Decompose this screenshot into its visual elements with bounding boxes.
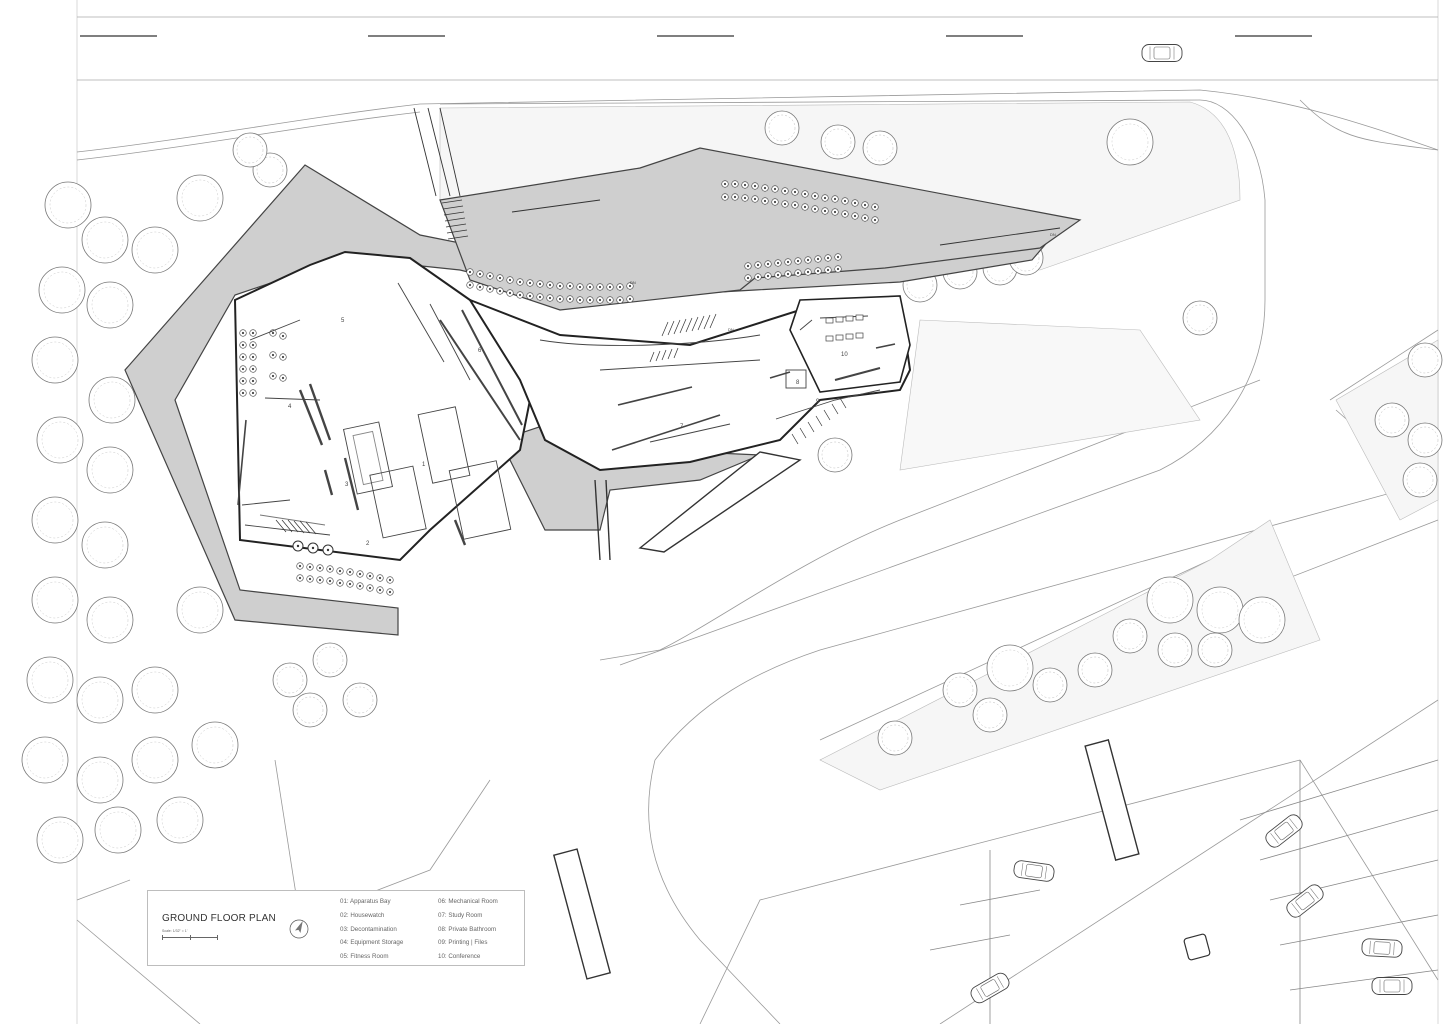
stairs [275,199,847,535]
legend-item: 06: Mechanical Room [438,898,498,905]
room-number-7: 7 [680,424,684,430]
dn-label: DN [728,327,734,332]
legend-item: 01: Apparatus Bay [340,898,391,905]
building-plaza [124,147,1082,636]
legend-item: 07: Study Room [438,911,483,919]
legend-item: 08: Private Bathroom [438,925,497,933]
room-number-1: 1 [422,462,426,468]
interior-details [237,282,896,546]
room-number-9: 9 [816,399,820,405]
scale-bar [162,935,218,940]
room-number-2: 2 [366,541,370,547]
room-number-5: 5 [341,318,345,324]
legend-item: 09: Printing | Files [438,939,488,947]
room-number-4: 4 [288,404,292,410]
street-top [77,16,1438,81]
legend-item: 03: Decontamination [340,925,397,933]
dn-label: DN [630,280,636,285]
room-number-8: 8 [796,380,800,386]
drawing-legend: GROUND FLOOR PLAN Scale: 1/32" = 1' 01: … [147,890,525,966]
legend-column-2: 06: Mechanical Room 07: Study Room 08: P… [438,895,498,964]
car-icon [1141,44,1183,62]
room-number-10: 10 [841,352,848,358]
parking-lot [929,759,1439,1024]
legend-item: 10: Conference [438,953,481,961]
north-arrow-icon [289,919,309,939]
drawing-title: GROUND FLOOR PLAN [162,913,276,924]
room-number-6: 6 [478,348,482,354]
legend-item: 05: Fitness Room [340,953,389,961]
room-number-3: 3 [345,482,349,488]
dn-label: DN [1050,232,1056,237]
scale-note: Scale: 1/32" = 1' [162,929,188,933]
legend-item: 02: Housewatch [340,911,385,919]
legend-column-1: 01: Apparatus Bay 02: Housewatch 03: Dec… [340,895,403,964]
legend-item: 04: Equipment Storage [340,939,404,947]
